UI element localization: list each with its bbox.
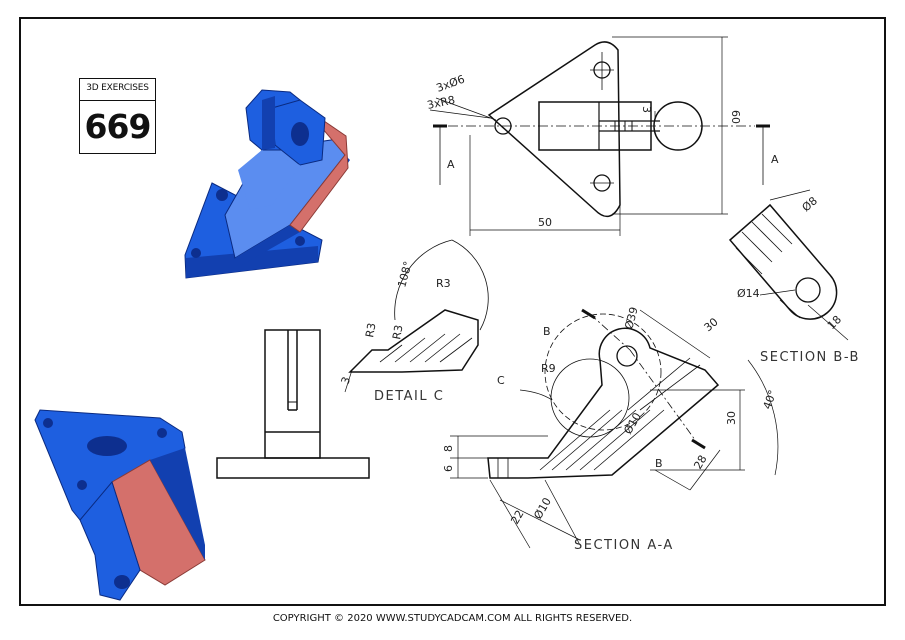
detail-c-title: DETAIL C [374,389,444,404]
section-a-label-right: A [771,153,779,166]
section-a-label-left: A [447,158,455,171]
dim-hole-callout: 3xØ6 [435,73,467,95]
exercise-number: 669 [84,107,152,146]
section-b-b-title: SECTION B-B [760,350,860,365]
dim-108-deg: 108° [395,260,414,289]
dim-3-slot: 3 [640,106,653,113]
dim-10-inner: Ø10 [621,410,644,436]
iso-model-bottom [34,409,206,601]
exercise-badge: 3D EXERCISES 669 [79,78,156,154]
badge-title: 3D EXERCISES [86,83,149,93]
front-view [216,329,370,479]
section-a-a-title: SECTION A-A [574,538,674,553]
dim-r3-top: R3 [436,277,451,290]
dim-60: 60 [729,110,742,124]
section-b-label-top: B [543,325,551,338]
dim-r3-mid: R3 [390,324,405,341]
label-c: C [497,374,505,387]
dim-30-top: 30 [702,315,721,334]
badge-divider [80,100,155,101]
section-b-label-bottom: B [655,457,663,470]
section-b-b-view [728,189,849,341]
dim-6-left: 6 [442,465,455,472]
copyright-notice: COPYRIGHT © 2020 WWW.STUDYCADCAM.COM ALL… [272,613,633,624]
dim-radius-callout: 3xR8 [426,93,456,112]
drawing-sheet-border [19,17,886,606]
dim-r3-left: R3 [363,322,378,339]
dim-18: 18 [825,313,844,332]
dim-40-deg: 40° [761,388,780,411]
dim-14: Ø14 [737,287,760,300]
iso-model-top [184,89,350,279]
dim-8-top: Ø8 [800,194,820,214]
dim-r9: R9 [541,362,556,375]
dim-30-right: 30 [725,411,738,425]
dim-3-detail: 3 [339,375,354,386]
dim-22: 22 [508,508,526,527]
dim-10-bottom: Ø10 [531,495,554,521]
dim-28: 28 [691,453,709,472]
section-a-a-view [450,308,779,549]
dim-50: 50 [538,216,552,229]
top-view [429,36,770,236]
dim-39: Ø39 [622,306,640,331]
detail-c-view [344,239,489,393]
dim-8-left: 8 [442,445,455,452]
